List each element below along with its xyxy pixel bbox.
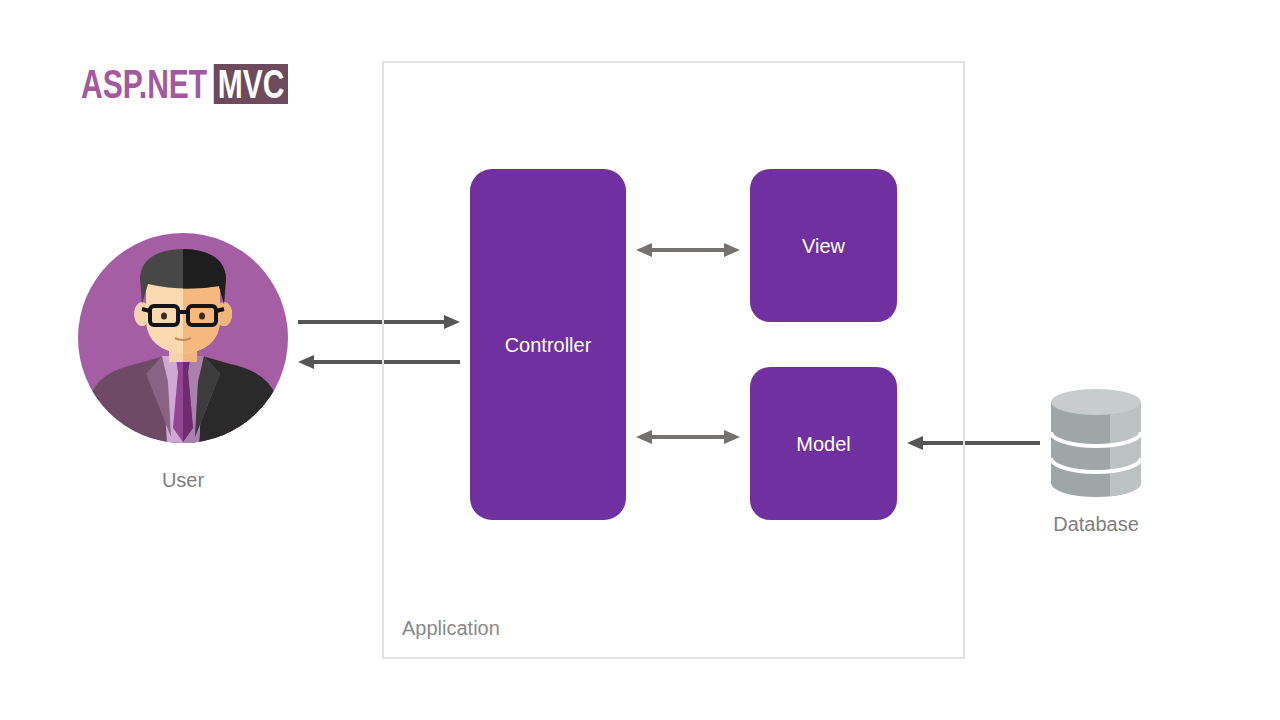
connector-arrow (310, 360, 460, 364)
avatar-background (78, 233, 288, 443)
cylinder-top (1051, 389, 1141, 415)
box-label: Controller (505, 333, 592, 357)
user-avatar (78, 232, 288, 444)
connector-arrow (648, 248, 728, 252)
avatar-hair-shade (183, 249, 226, 304)
connector-arrow (648, 435, 728, 439)
avatar-face-shade (183, 284, 220, 354)
model-box: Model (750, 367, 897, 520)
database-figure: Database (1050, 388, 1142, 498)
glasses-frame (142, 309, 224, 312)
avatar-eye (199, 313, 205, 320)
logo-badge: MVC (214, 64, 288, 104)
product-logo: ASP.NETMVC (81, 64, 288, 104)
view-box: View (750, 169, 897, 322)
box-label: Model (796, 432, 850, 456)
connectors (298, 250, 1040, 443)
avatar-eye (161, 313, 167, 320)
node-label: Application (402, 616, 500, 640)
cylinder-band (1051, 432, 1141, 446)
avatar-hair (140, 249, 226, 304)
connector-arrow (919, 441, 1040, 445)
glasses-lens (188, 306, 216, 325)
node-label: User (162, 468, 204, 492)
avatar-tie-shade (183, 359, 193, 442)
avatar-face (146, 284, 220, 354)
avatar-suit-shade (183, 356, 288, 444)
connector-arrow (298, 320, 448, 324)
user-figure: User (78, 232, 288, 444)
box-label: View (802, 234, 845, 258)
application-region: Application Controller ViewModel (382, 61, 965, 659)
avatar-suit (78, 356, 288, 444)
node-label: Database (1053, 512, 1139, 536)
controller-box: Controller (470, 169, 626, 520)
glasses-lens (150, 306, 178, 325)
avatar-tie (173, 359, 193, 442)
avatar-glasses (142, 306, 224, 325)
database-cylinder (1050, 388, 1142, 498)
avatar-mouth (175, 338, 191, 340)
cylinder-band (1051, 458, 1141, 472)
logo-wordmark: ASP.NET (81, 64, 207, 104)
